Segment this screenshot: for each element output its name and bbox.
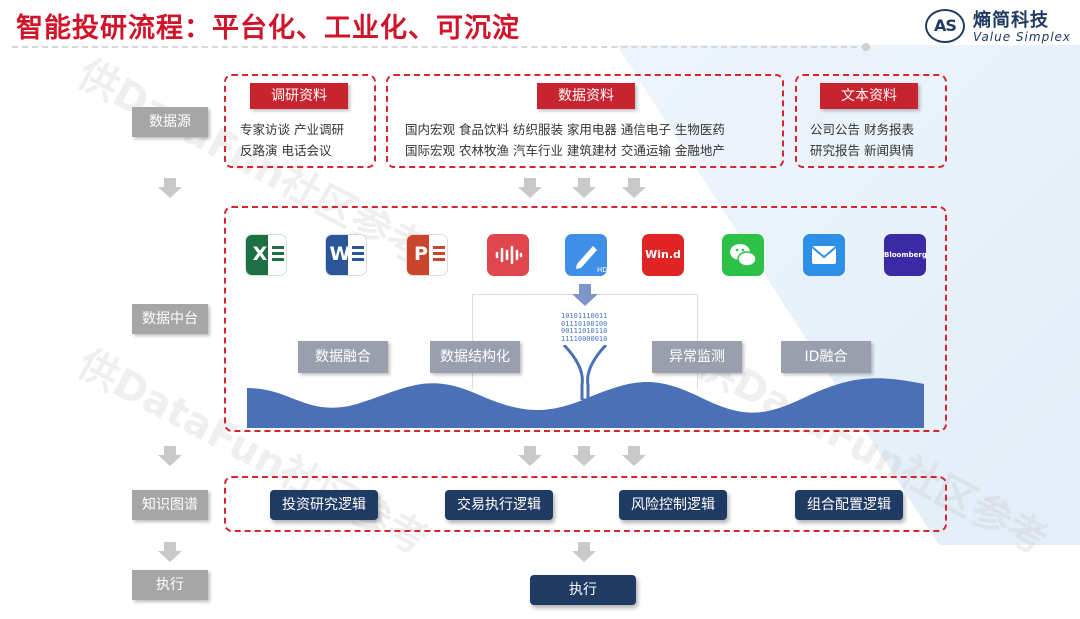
data-wave	[247, 378, 924, 428]
row-label-exec: 执行	[132, 570, 208, 600]
logo-mark-icon: AS	[925, 9, 965, 43]
title-divider	[12, 46, 867, 48]
down-arrow-icon	[158, 178, 182, 198]
bloomberg-icon: Bloomberg	[884, 234, 927, 276]
page-title: 智能投研流程：平台化、工业化、可沉淀	[16, 13, 520, 44]
title-divider-dot	[862, 43, 870, 51]
chip-data-fusion: 数据融合	[298, 341, 388, 373]
notes-icon: HD	[565, 234, 608, 276]
source-data-line-1: 国内宏观 食品饮料 纺织服装 家用电器 通信电子 生物医药	[405, 122, 725, 137]
powerpoint-icon: P	[406, 234, 448, 276]
binary-line: 00111010110	[561, 327, 608, 335]
source-data-line-2: 国际宏观 农林牧渔 汽车行业 建筑建材 交通运输 金融地产	[405, 143, 725, 158]
row-label-middle: 数据中台	[132, 304, 208, 334]
source-box-text	[795, 74, 947, 168]
logic-risk: 风险控制逻辑	[619, 490, 727, 520]
source-research-line-2: 反路演 电话会议	[240, 143, 332, 158]
voice-recorder-icon	[487, 234, 529, 276]
chip-data-structuring: 数据结构化	[430, 341, 520, 373]
logic-portfolio: 组合配置逻辑	[795, 490, 903, 520]
down-arrow-icon	[572, 446, 596, 466]
word-letter: W	[329, 243, 351, 265]
source-text-line-1: 公司公告 财务报表	[810, 122, 914, 137]
mail-icon	[803, 234, 845, 276]
logic-trading: 交易执行逻辑	[445, 490, 553, 520]
funnel-down-arrow-icon	[572, 284, 598, 306]
source-research-line-1: 专家访谈 产业调研	[240, 122, 344, 137]
notes-badge: HD	[597, 266, 607, 274]
wind-icon: Win.d	[642, 234, 684, 276]
funnel-icon	[562, 345, 608, 400]
source-box-data	[386, 74, 784, 168]
excel-letter: X	[252, 243, 268, 265]
company-logo: AS 熵简科技 Value Simplex	[925, 6, 1075, 46]
row-label-sources: 数据源	[132, 107, 208, 137]
knowledge-graph-box	[224, 476, 947, 532]
down-arrow-icon	[158, 542, 182, 562]
down-arrow-icon	[518, 178, 542, 198]
binary-line: 10101110011	[561, 312, 608, 320]
binary-line: 01110100100	[561, 319, 608, 328]
logo-name-cn: 熵简科技	[973, 10, 1049, 31]
wechat-icon	[722, 234, 764, 276]
down-arrow-icon	[622, 178, 646, 198]
down-arrow-icon	[518, 446, 542, 466]
row-label-graph: 知识图谱	[132, 490, 208, 520]
excel-icon: X	[245, 234, 287, 276]
down-arrow-icon	[158, 446, 182, 466]
logic-research: 投资研究逻辑	[270, 490, 378, 520]
source-text-line-2: 研究报告 新闻舆情	[810, 143, 914, 158]
down-arrow-icon	[572, 178, 596, 198]
execute-box: 执行	[530, 575, 636, 605]
word-icon: W	[325, 234, 367, 276]
logo-name-en: Value Simplex	[973, 30, 1072, 44]
binary-line: 11110000010	[561, 334, 608, 343]
binary-data-glyph: 10101110011 01110100100 00111010110 1111…	[561, 312, 608, 343]
powerpoint-letter: P	[414, 243, 428, 265]
chip-id-fusion: ID融合	[781, 341, 871, 373]
middle-platform-box	[224, 206, 947, 432]
down-arrow-icon	[572, 542, 596, 562]
source-box-research	[224, 74, 376, 168]
chip-anomaly-detection: 异常监测	[652, 341, 742, 373]
tag-research: 调研资料	[250, 83, 348, 109]
tag-data: 数据资料	[537, 83, 635, 109]
tag-text: 文本资料	[820, 83, 918, 109]
down-arrow-icon	[622, 446, 646, 466]
